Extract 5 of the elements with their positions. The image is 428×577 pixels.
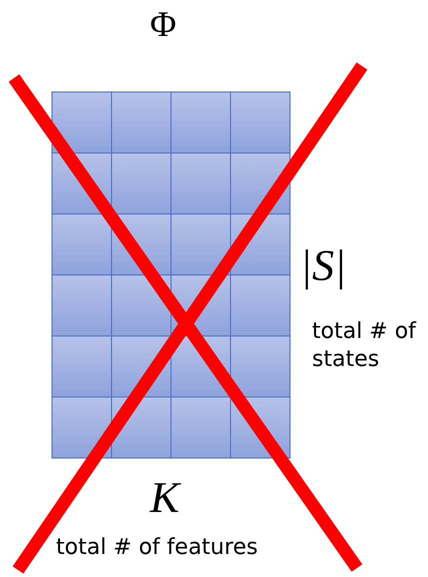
dimension-symbol: K [150,472,180,524]
dimension-symbol: |S| [300,240,346,292]
dimension-note: total # of states [312,318,418,373]
dimension-note: total # of features [56,534,258,562]
matrix-symbol: Φ [150,3,176,46]
